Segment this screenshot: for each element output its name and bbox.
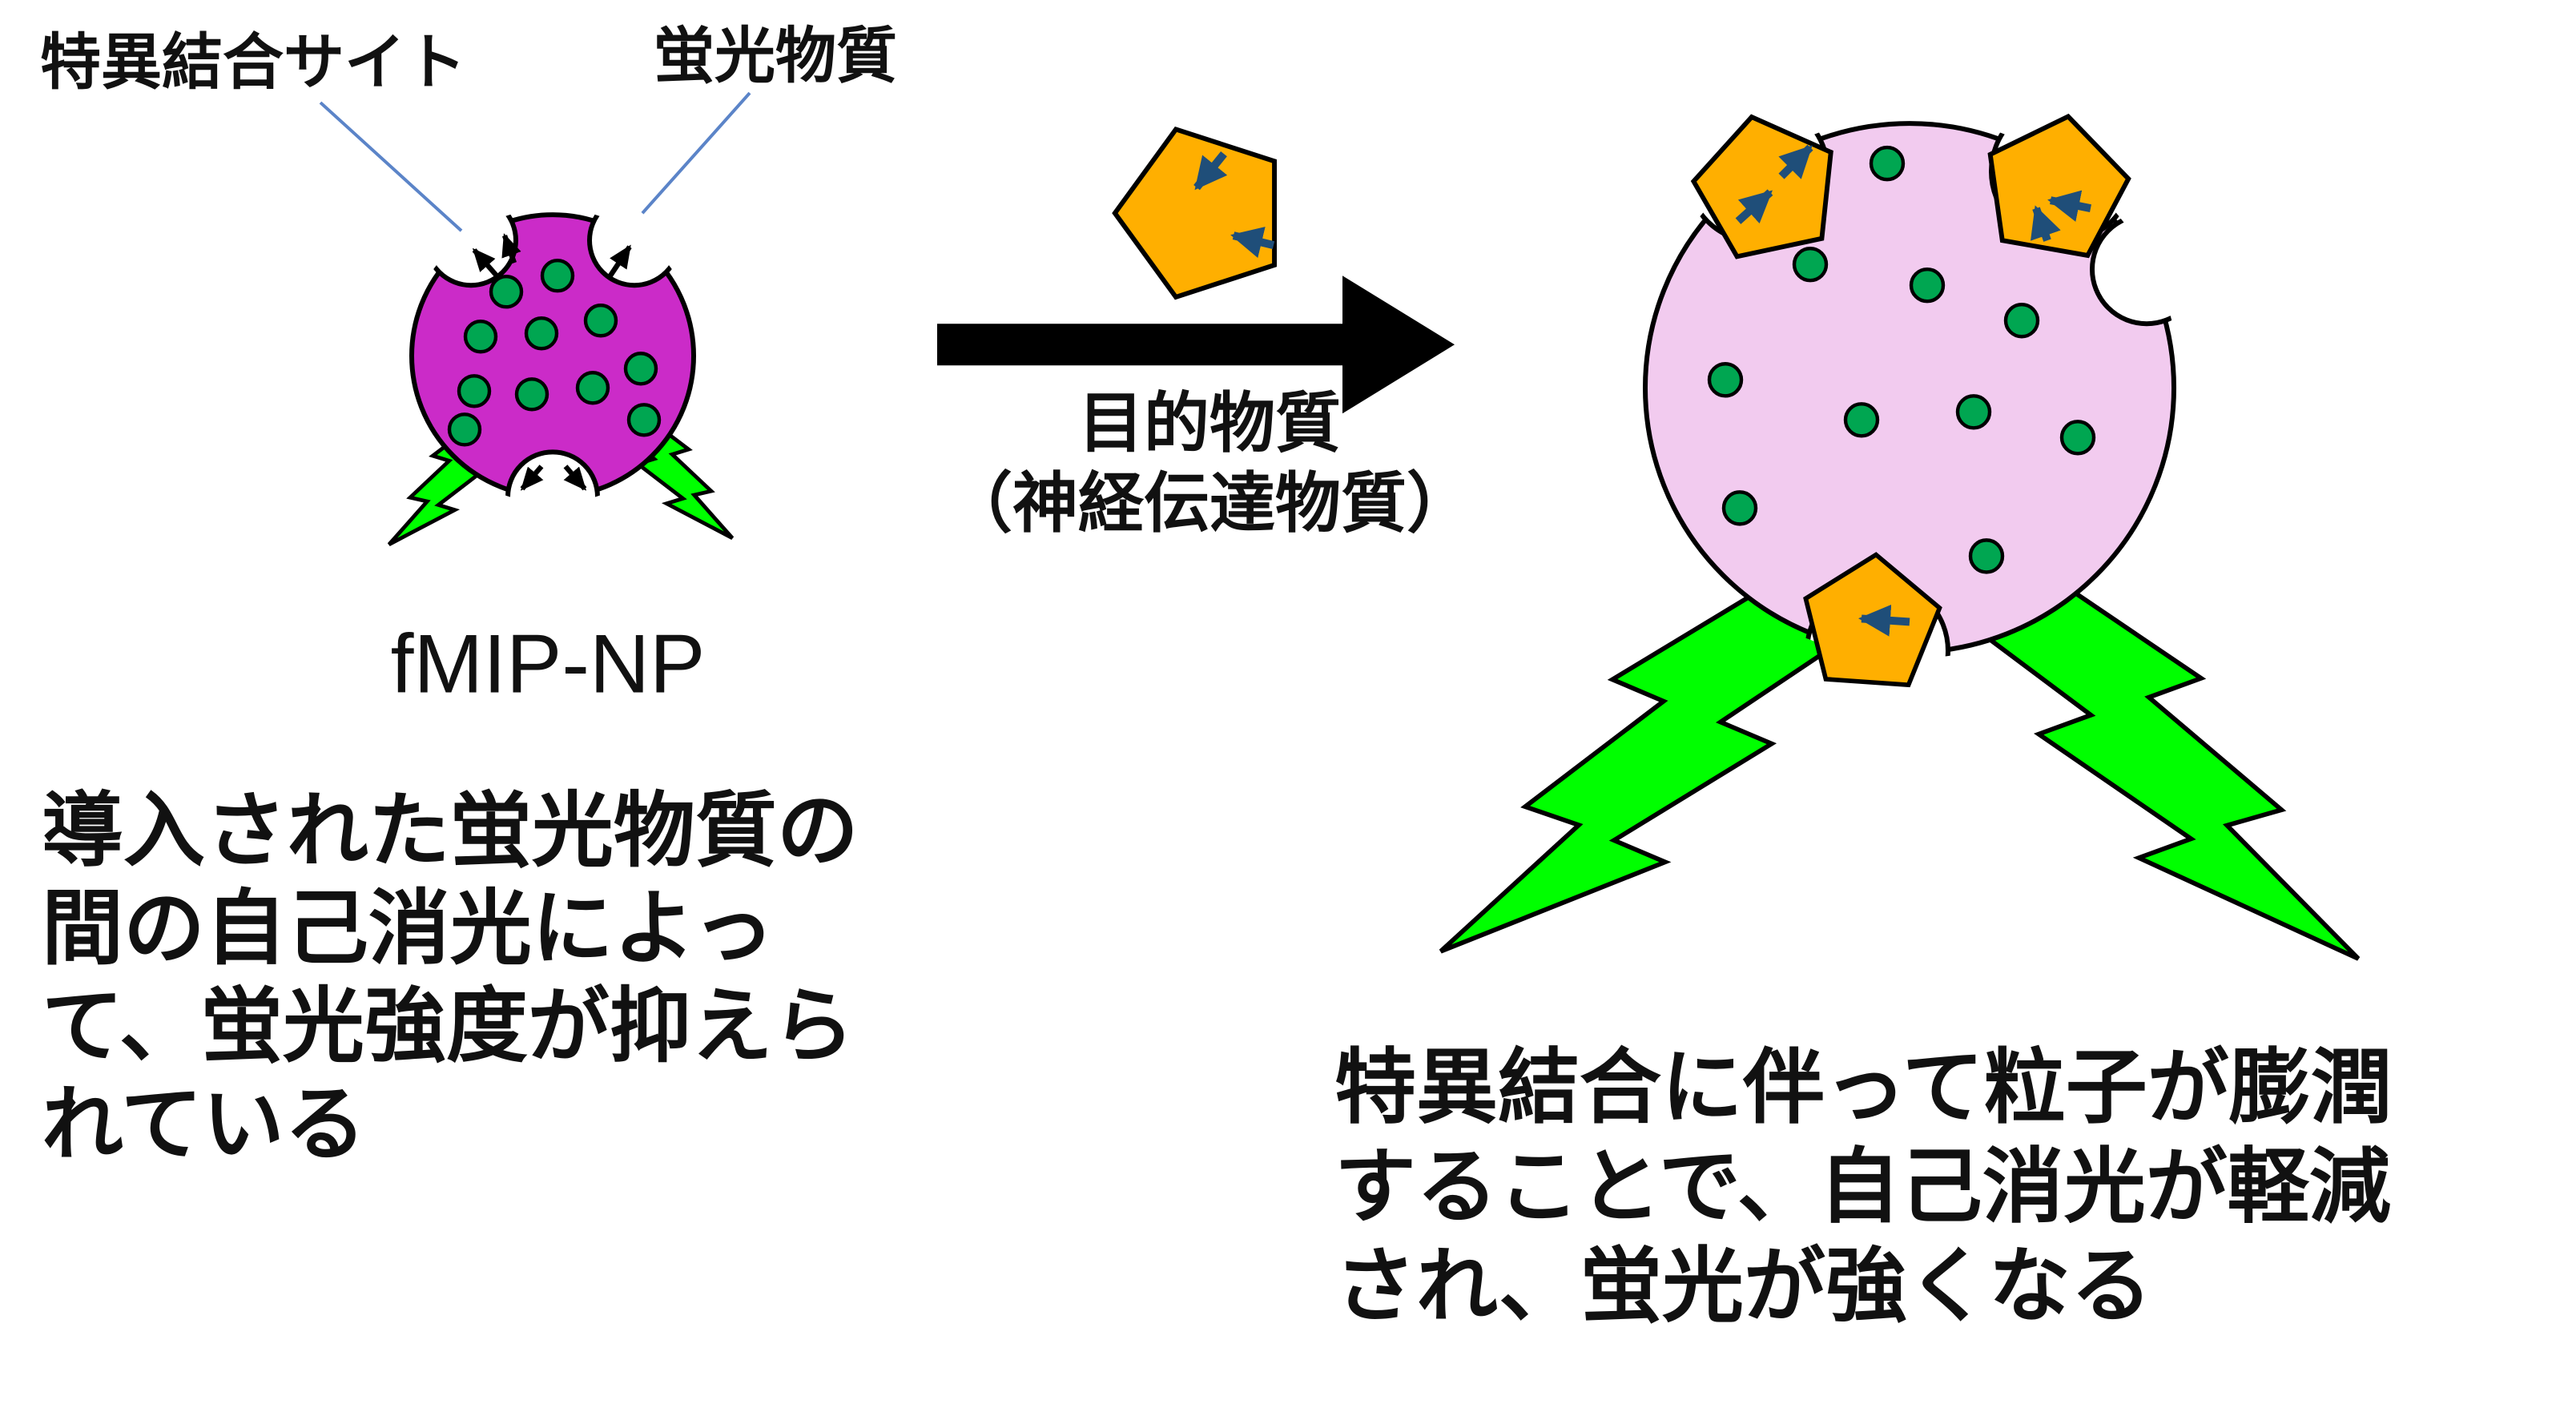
binding-group-arrow-icon	[1230, 227, 1275, 259]
binding-group-arrow-icon	[1735, 189, 1773, 224]
fluorophore-dot	[1721, 490, 1758, 526]
right-caption-line: され、蛍光が強くなる	[1334, 1241, 2152, 1332]
cavity-arrow-icon	[501, 233, 521, 264]
fluorophore-dot	[1869, 145, 1906, 182]
fluorophore-dot	[457, 374, 492, 408]
fluorophore-dot	[583, 304, 618, 338]
fluorophore-dot	[1792, 246, 1829, 283]
right-caption-line: 特異結合に伴って粒子が膨潤	[1334, 1042, 2393, 1133]
fluorophore-dot	[489, 274, 524, 309]
fluorophore-dot	[1909, 267, 1946, 304]
binding-group-arrow-icon	[1193, 151, 1228, 191]
bound-target-arrows	[1735, 144, 2091, 637]
binding-group-arrow-icon	[2047, 190, 2091, 222]
target-substance-label: 目的物質	[1078, 387, 1341, 460]
fluorophore-dot	[626, 403, 662, 437]
cavity-arrows	[472, 233, 632, 491]
target-molecule-pentagon	[1096, 103, 1305, 307]
binding-group-arrow-icon	[1858, 604, 1910, 637]
left-caption-line: 導入された蛍光物質の	[42, 786, 859, 877]
binding-group-arrow-icon	[2031, 205, 2061, 242]
fluorophore-dot	[2059, 420, 2096, 456]
target-molecule-arrows	[1193, 151, 1275, 259]
fluorophore-dots-swollen	[1707, 145, 2096, 574]
reaction-arrow	[937, 276, 1455, 414]
fluorophore-dot	[540, 258, 575, 293]
left-caption: 導入された蛍光物質の 間の自己消光によっ て、蛍光強度が抑えら れている	[42, 786, 859, 1170]
leader-line-binding-site	[319, 101, 463, 232]
left-caption-line: 間の自己消光によっ	[42, 883, 775, 975]
fluorophore-dots	[447, 258, 662, 447]
binding-group-arrow-icon	[1778, 144, 1813, 179]
fluorophore-dot	[524, 316, 559, 351]
fluorophore-dot	[1707, 362, 1744, 398]
binding-site-cavity	[587, 208, 682, 288]
left-caption-line: れている	[42, 1079, 366, 1170]
cavity-arrow-icon	[608, 244, 632, 277]
fluorophore-dot	[514, 377, 549, 412]
fluorophore-dot	[447, 412, 482, 447]
right-caption-line: することで、自己消光が軽減	[1334, 1141, 2391, 1233]
fluorophore-dot	[1843, 402, 1880, 438]
right-caption: 特異結合に伴って粒子が膨潤 することで、自己消光が軽減 され、蛍光が強くなる	[1334, 1042, 2393, 1332]
cavity-arrow-icon	[563, 465, 587, 491]
fluorophore-dot	[463, 320, 498, 354]
fluorophore-dot	[2003, 303, 2040, 339]
left-caption-line: て、蛍光強度が抑えら	[42, 981, 855, 1072]
fluorophore-dot	[1955, 394, 1992, 430]
binding-site-cavity	[505, 449, 600, 504]
target-substance-sublabel: （神経伝達物質）	[947, 467, 1472, 540]
fluorophore-dot	[623, 352, 658, 386]
binding-site-label: 特異結合サイト	[40, 29, 466, 97]
fluorophore-dot	[1968, 538, 2005, 574]
fluorophore-dot	[575, 371, 610, 405]
cavity-arrow-icon	[520, 465, 544, 491]
cavity-arrow-icon	[472, 247, 499, 278]
fluorophore-label: 蛍光物質	[654, 22, 897, 91]
particle-name-label: fMIP-NP	[391, 617, 706, 710]
binding-site-cavity	[2090, 212, 2180, 327]
leader-line-fluorophore	[641, 91, 751, 215]
